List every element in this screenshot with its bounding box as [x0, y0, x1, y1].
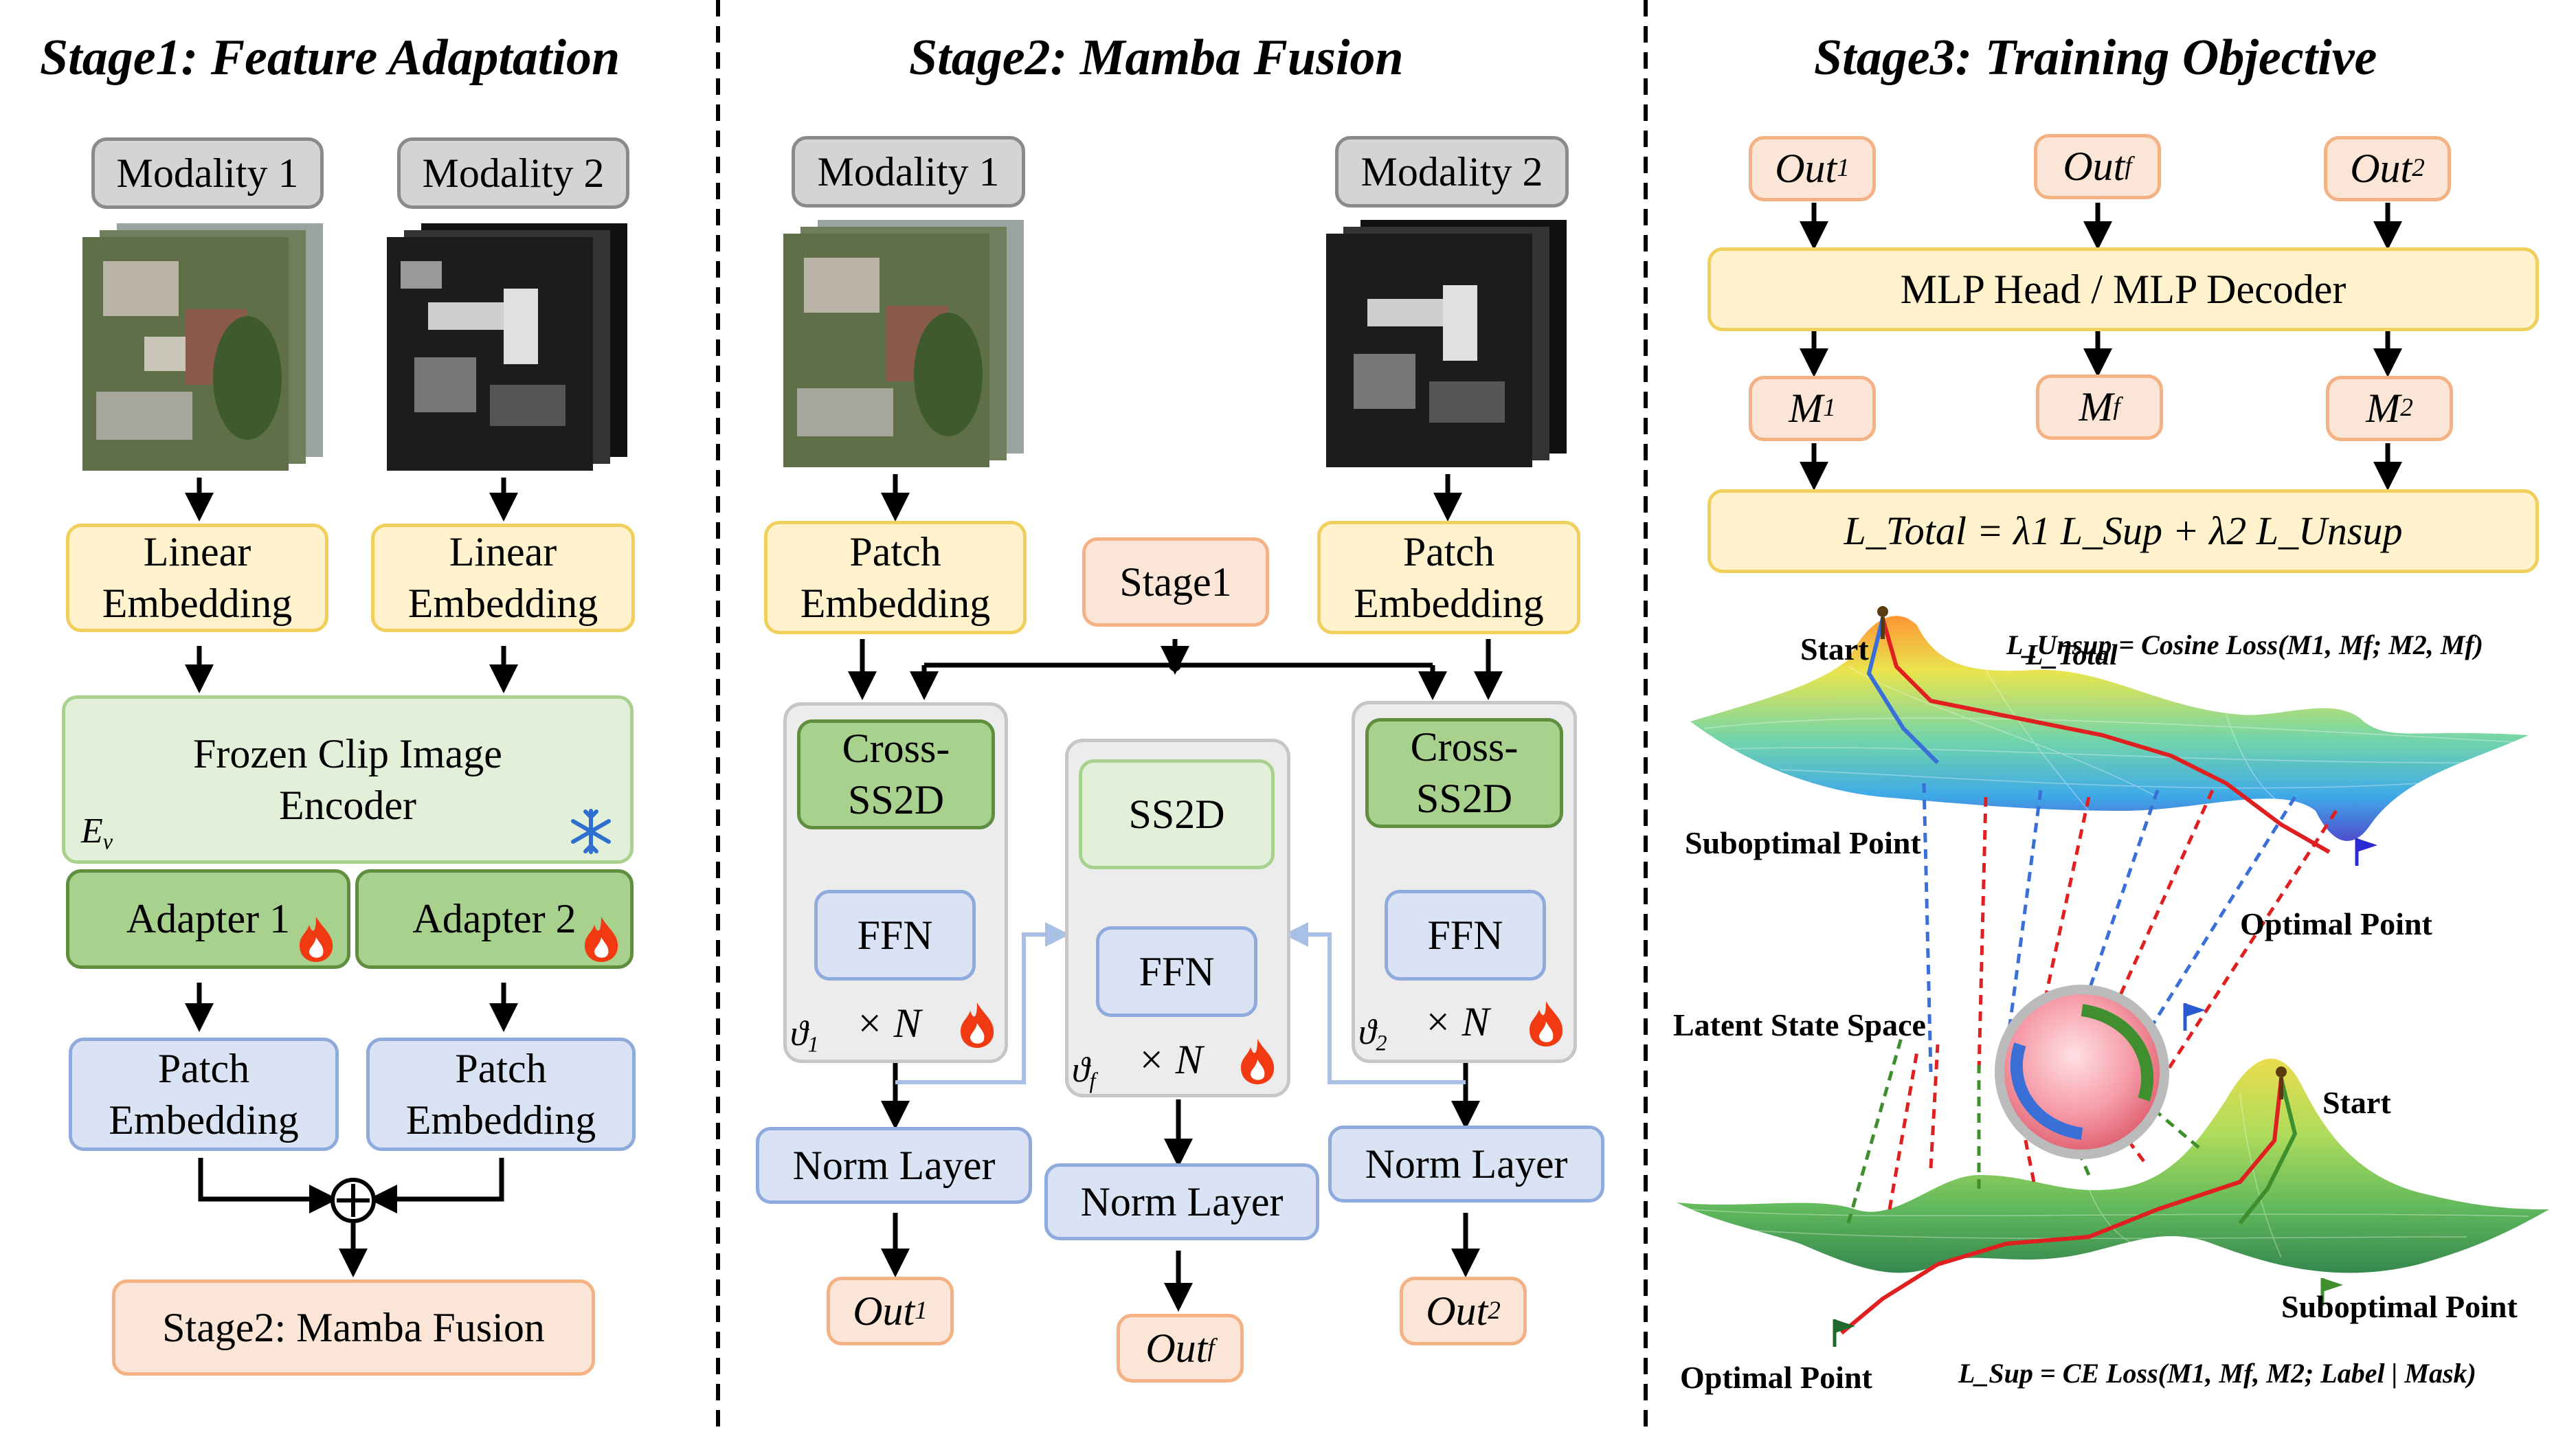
stage1-gray-image-stack: [387, 223, 627, 471]
stage2-modality2: Modality 2: [1335, 136, 1569, 208]
flag-icon: [2355, 838, 2377, 866]
fire-icon: [585, 917, 618, 962]
start-top-label: Start: [1800, 631, 1869, 667]
l-sup-formula: L_Sup = CE Loss(M1, Mf, M2; Label | Mask…: [1958, 1358, 2476, 1389]
stage1-modality2: Modality 2: [397, 137, 629, 209]
l-unsup-formula: L_Unsup = Cosine Loss(M1, Mf; M2, Mf): [2006, 629, 2483, 660]
suboptimal-top-label: Suboptimal Point: [1685, 825, 1921, 860]
cross-ss2d-2: Cross-SS2D: [1365, 718, 1563, 828]
theta-1: ϑ1: [790, 1014, 819, 1057]
stage1-modality1: Modality 1: [91, 137, 324, 209]
ffn-2: FFN: [1385, 890, 1546, 981]
repeat-n-fusion: × N: [1137, 1037, 1203, 1082]
norm-layer-2: Norm Layer: [1328, 1126, 1604, 1202]
repeat-n-2: × N: [1424, 999, 1490, 1044]
stage1-rgb-image-stack: [82, 223, 323, 471]
stage2-stage1-input: Stage1: [1082, 537, 1269, 627]
cross-ss2d-1: Cross-SS2D: [797, 719, 995, 829]
fire-icon: [1241, 1039, 1275, 1084]
ss2d: SS2D: [1079, 759, 1275, 869]
total-loss: L_Total = λ1 L_Sup + λ2 L_Unsup: [1707, 489, 2539, 573]
loss-landscape: [1677, 606, 2549, 1347]
ffn-fusion: FFN: [1096, 926, 1257, 1017]
latent-space-label: Latent State Space: [1673, 1007, 1926, 1042]
theta-f: ϑf: [1072, 1051, 1096, 1093]
adapter-2: Adapter 2: [355, 869, 634, 969]
stage2-patch-embedding-1: Patch Embedding: [764, 521, 1027, 634]
suboptimal-bottom-label: Suboptimal Point: [2281, 1289, 2518, 1324]
stage1-patch-embedding-1: Patch Embedding: [69, 1038, 339, 1151]
hiker-icon: [1877, 606, 1888, 639]
norm-layer-fusion: Norm Layer: [1044, 1163, 1319, 1240]
flag-icon: [2183, 1003, 2206, 1031]
stage1-title: Stage1: Feature Adaptation: [40, 30, 620, 86]
stage1-output-mamba-fusion: Stage2: Mamba Fusion: [112, 1279, 595, 1376]
ffn-1: FFN: [814, 890, 976, 981]
flag-icon: [1833, 1319, 1855, 1347]
fire-icon: [1530, 1001, 1563, 1047]
encoder-symbol: Ev: [81, 812, 113, 854]
optimal-top-label: Optimal Point: [2240, 906, 2432, 941]
stage1-linear-embedding-1: Linear Embedding: [66, 524, 328, 632]
stage1-patch-embedding-2: Patch Embedding: [366, 1038, 636, 1151]
norm-layer-1: Norm Layer: [756, 1127, 1032, 1204]
fire-icon: [300, 917, 333, 962]
flag-icon: [2320, 1278, 2343, 1306]
stage3-title: Stage3: Training Objective: [1814, 30, 2377, 86]
sphere-label: L_Total: [2026, 640, 2118, 671]
frozen-clip-encoder: Frozen Clip Image Encoder: [62, 695, 634, 864]
start-bottom-label: Start: [2322, 1085, 2391, 1120]
stage2-rgb-image-stack: [783, 220, 1024, 467]
stage2-title: Stage2: Mamba Fusion: [909, 30, 1404, 86]
stage2-gray-image-stack: [1326, 220, 1567, 467]
stage2-modality1: Modality 1: [792, 136, 1025, 208]
optimal-bottom-label: Optimal Point: [1680, 1360, 1872, 1395]
mlp-decoder: MLP Head / MLP Decoder: [1707, 247, 2539, 331]
snowflake-icon: [571, 809, 611, 854]
fire-icon: [961, 1003, 994, 1048]
repeat-n-1: × N: [855, 1000, 921, 1046]
stage1-linear-embedding-2: Linear Embedding: [371, 524, 635, 632]
theta-2: ϑ2: [1358, 1013, 1387, 1055]
hiker-icon: [2276, 1066, 2287, 1099]
stage2-patch-embedding-2: Patch Embedding: [1317, 521, 1580, 634]
